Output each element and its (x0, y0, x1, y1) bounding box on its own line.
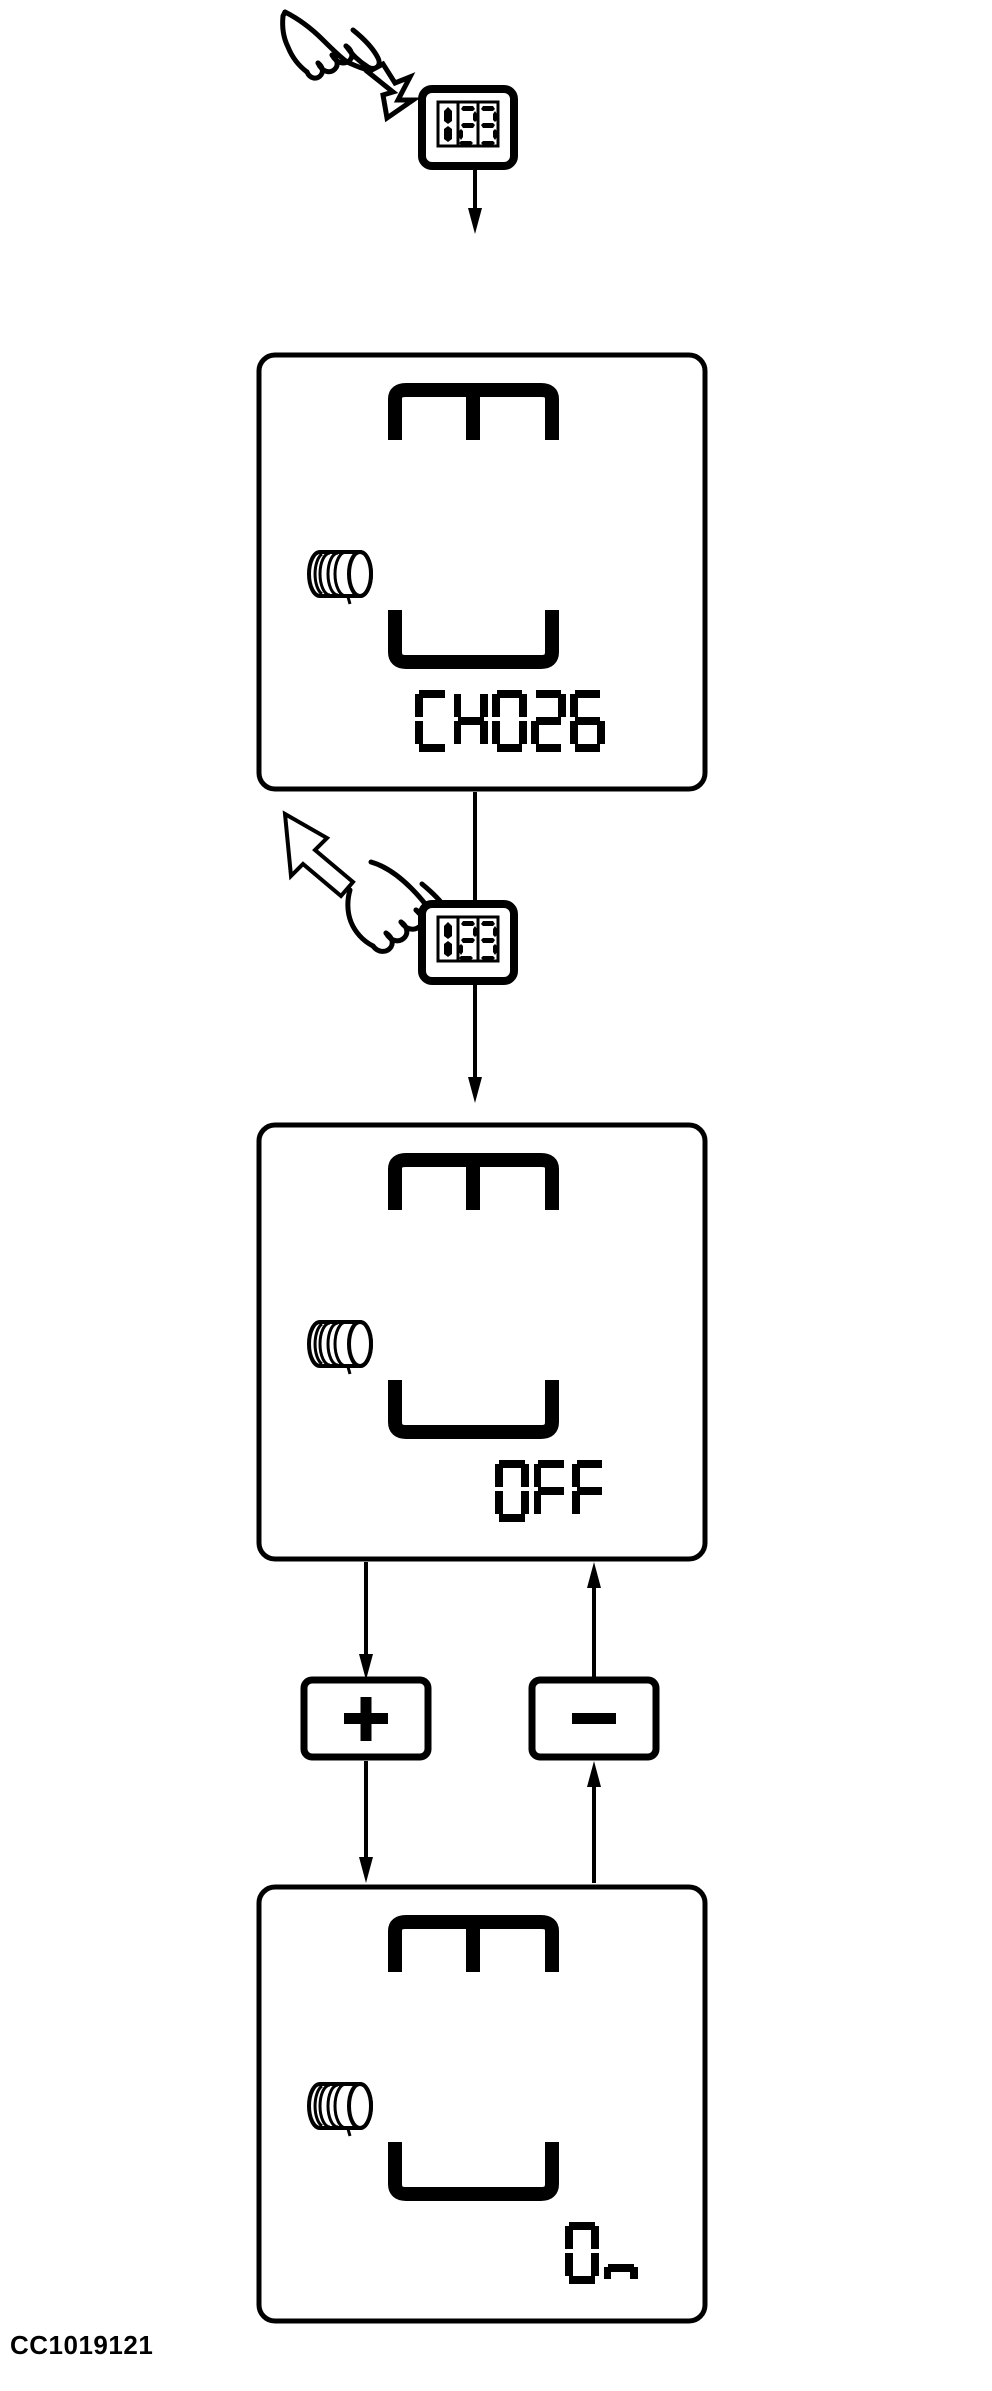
display-panel-off (256, 1122, 708, 1562)
segment-c (520, 1491, 529, 1514)
segment-c (479, 721, 488, 744)
segment-e (570, 721, 579, 744)
segment-g (576, 1487, 603, 1495)
segment-f (492, 694, 501, 718)
segment-g (535, 717, 562, 725)
display-value-off (490, 1460, 607, 1522)
display-value-ch026 (410, 690, 605, 752)
segment-e (533, 1491, 542, 1514)
segment-g (607, 2264, 634, 2273)
display-panel-ch026 (256, 352, 708, 792)
flow-arrow-down-to-on (353, 1761, 379, 1883)
flow-arrow-2 (462, 983, 488, 1103)
segment-c (590, 2253, 599, 2276)
flow-arrow-up-to-minus (581, 1761, 607, 1883)
segment-f (533, 1464, 542, 1488)
segment-f (570, 694, 579, 718)
flow-arrow-down-to-plus (353, 1562, 379, 1680)
segment-a (568, 2222, 595, 2230)
segment-b (520, 1464, 529, 1488)
segment-f (572, 1464, 581, 1488)
segment-c (629, 2266, 638, 2280)
seven-segment-char (414, 690, 449, 752)
seven-segment-char (564, 2222, 599, 2284)
segment-b (590, 2226, 599, 2250)
segment-a (576, 1460, 603, 1468)
flow-line-2a (462, 792, 488, 904)
segment-e (453, 721, 462, 744)
segment-b (479, 694, 488, 718)
segment-e (572, 1491, 581, 1514)
segment-a (535, 690, 562, 698)
segment-a (537, 1460, 564, 1468)
segment-f (494, 1464, 503, 1488)
seven-segment-char (494, 1460, 529, 1522)
figure-caption: CC1019121 (10, 2330, 154, 2360)
segment-a (574, 690, 601, 698)
segment-b (518, 694, 527, 718)
segment-a (498, 1460, 525, 1468)
flow-arrow-1 (462, 168, 488, 234)
seven-segment-char (603, 2222, 638, 2284)
segment-a (418, 690, 445, 698)
seven-segment-char (572, 1460, 606, 1522)
segment-e (492, 721, 501, 744)
mode-button-icon-1[interactable] (418, 85, 518, 170)
segment-d (496, 744, 523, 752)
segment-c (596, 721, 605, 744)
segment-d (498, 1514, 525, 1522)
segment-e (531, 721, 540, 744)
segment-d (535, 744, 562, 752)
segment-d (568, 2276, 595, 2284)
segment-e (564, 2253, 573, 2276)
display-value-on (560, 2222, 638, 2284)
segment-e (414, 721, 423, 744)
hand-press-icon-1 (255, 0, 445, 123)
segment-g (574, 717, 601, 725)
display-panel-on (256, 1884, 708, 2324)
mode-button-icon-2[interactable] (418, 900, 518, 985)
segment-c (518, 721, 527, 744)
segment-d (574, 744, 601, 752)
segment-b (557, 694, 566, 718)
segment-d (418, 744, 445, 752)
minus-button[interactable] (528, 1676, 660, 1761)
plus-button[interactable] (300, 1676, 432, 1761)
segment-g (537, 1487, 564, 1495)
seven-segment-char (533, 1460, 568, 1522)
seven-segment-char (453, 690, 488, 752)
segment-f (453, 694, 462, 718)
seven-segment-char (570, 690, 605, 752)
flow-arrow-up-from-minus (581, 1562, 607, 1680)
segment-e (603, 2266, 612, 2280)
seven-segment-char (492, 690, 527, 752)
segment-g (457, 717, 484, 725)
segment-f (414, 694, 423, 718)
seven-segment-char (531, 690, 566, 752)
segment-e (494, 1491, 503, 1514)
segment-a (496, 690, 523, 698)
segment-f (564, 2226, 573, 2250)
